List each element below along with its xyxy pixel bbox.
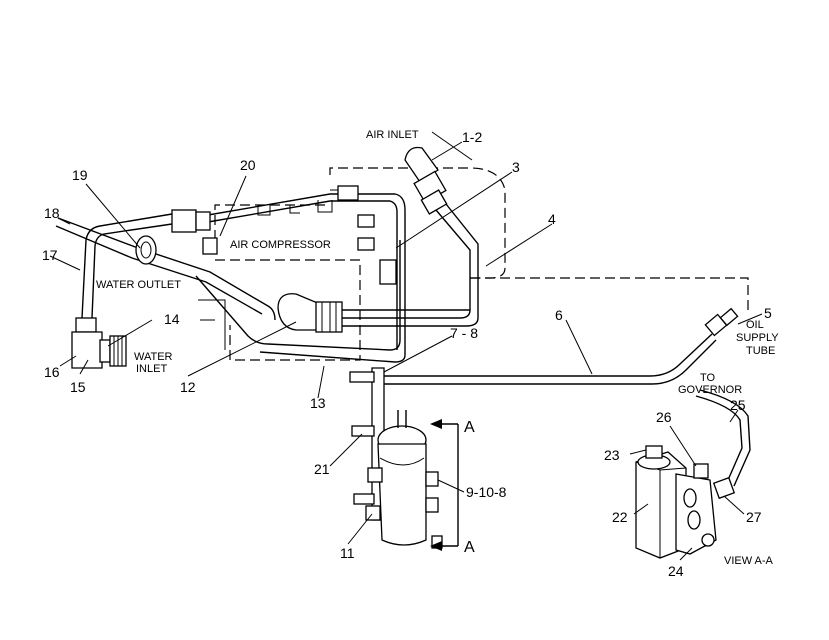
callout-17: 17 bbox=[42, 247, 58, 263]
callout-21: 21 bbox=[314, 461, 330, 477]
callout-7-8: 7 - 8 bbox=[450, 325, 478, 341]
callout-12: 12 bbox=[180, 379, 196, 395]
captions: AIR INLET AIR COMPRESSOR WATER OUTLET WA… bbox=[96, 129, 779, 567]
callout-6: 6 bbox=[555, 307, 563, 323]
water-outlet-tube bbox=[55, 217, 276, 321]
air-inlet-elbow bbox=[340, 146, 479, 327]
label-water-inlet-2: INLET bbox=[136, 363, 167, 375]
callout-4: 4 bbox=[548, 211, 556, 227]
label-to-governor-2: GOVERNOR bbox=[678, 384, 742, 396]
callout-3: 3 bbox=[512, 159, 520, 175]
callout-18: 18 bbox=[44, 205, 60, 221]
callout-13: 13 bbox=[310, 395, 326, 411]
callout-15: 15 bbox=[70, 379, 86, 395]
water-inlet-fitting bbox=[71, 317, 127, 369]
callout-14: 14 bbox=[164, 311, 180, 327]
label-oil-supply-3: TUBE bbox=[746, 345, 775, 357]
callout-11: 11 bbox=[340, 545, 355, 561]
callout-1-2: 1-2 bbox=[462, 129, 482, 145]
section-a-marker bbox=[430, 419, 459, 551]
label-section-a-top: A bbox=[464, 419, 475, 436]
callout-26: 26 bbox=[656, 409, 672, 425]
elbow-12 bbox=[277, 293, 470, 333]
callout-25: 25 bbox=[730, 397, 746, 413]
callout-27: 27 bbox=[746, 509, 762, 525]
callout-20: 20 bbox=[240, 157, 256, 173]
callout-24: 24 bbox=[668, 563, 684, 579]
label-to-governor-1: TO bbox=[700, 372, 716, 384]
label-water-inlet-1: WATER bbox=[134, 351, 173, 363]
label-oil-supply-1: OIL bbox=[746, 319, 764, 331]
governor-assembly bbox=[349, 367, 443, 549]
callout-16: 16 bbox=[44, 364, 60, 380]
callout-19: 19 bbox=[72, 167, 88, 183]
view-aa-detail bbox=[635, 389, 751, 559]
tube-13 bbox=[195, 240, 401, 351]
callout-5: 5 bbox=[764, 305, 772, 321]
label-oil-supply-2: SUPPLY bbox=[736, 332, 779, 344]
callout-numbers: 1-2 3 4 5 6 7 - 8 9-10-8 11 12 13 14 15 … bbox=[42, 129, 772, 579]
callout-23: 23 bbox=[604, 447, 620, 463]
leader-lines bbox=[49, 131, 763, 561]
label-view-aa: VIEW A-A bbox=[724, 555, 774, 567]
label-water-outlet: WATER OUTLET bbox=[96, 279, 181, 291]
callout-22: 22 bbox=[612, 509, 628, 525]
oil-supply-tube bbox=[380, 277, 749, 385]
callout-9-10-8: 9-10-8 bbox=[466, 484, 507, 500]
coolant-tube-top bbox=[207, 185, 406, 363]
label-section-a-bottom: A bbox=[464, 539, 475, 556]
label-air-compressor: AIR COMPRESSOR bbox=[230, 239, 331, 251]
label-air-inlet: AIR INLET bbox=[366, 129, 419, 141]
